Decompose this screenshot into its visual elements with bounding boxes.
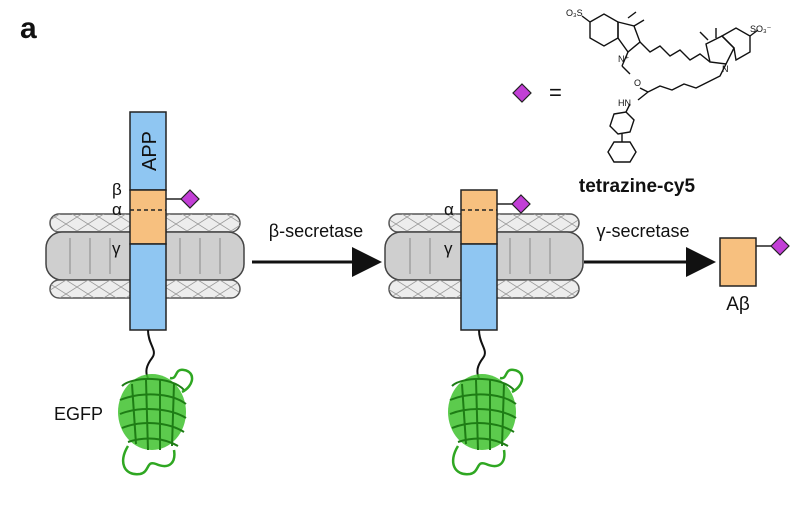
cy5-marker-1 bbox=[166, 189, 200, 209]
gamma-site-label-2: γ bbox=[444, 239, 453, 258]
gamma-site-label: γ bbox=[112, 239, 121, 258]
n-right-label: N bbox=[722, 64, 729, 74]
panel-label: a bbox=[20, 12, 37, 45]
linker-1 bbox=[145, 329, 155, 379]
cy5-marker-2 bbox=[497, 194, 531, 214]
egfp-barrel-1 bbox=[118, 368, 194, 476]
tetrazine-cy5-structure bbox=[581, 11, 759, 163]
so3-left-label: O₃S bbox=[566, 8, 583, 18]
equals-sign: = bbox=[549, 80, 562, 105]
n-plus-label: N⁺ bbox=[618, 54, 629, 64]
hn-label: HN bbox=[618, 98, 631, 108]
egfp-label: EGFP bbox=[54, 404, 103, 424]
abeta-peptide bbox=[719, 236, 790, 287]
beta-site-label: β bbox=[112, 180, 122, 199]
o-label: O bbox=[634, 78, 641, 88]
structure-atom-labels: O₃S SO₃⁻ N⁺ N O HN bbox=[566, 8, 772, 108]
app-label: APP bbox=[139, 131, 161, 171]
app-protein-full bbox=[129, 111, 167, 331]
tetrazine-cy5-label: tetrazine-cy5 bbox=[579, 176, 696, 197]
so3-right-label: SO₃⁻ bbox=[750, 24, 772, 34]
gamma-secretase-label: γ-secretase bbox=[596, 221, 689, 241]
legend-marker bbox=[512, 83, 532, 103]
abeta-label: Aβ bbox=[726, 294, 750, 315]
app-protein-fragment bbox=[460, 189, 498, 331]
alpha-site-label: α bbox=[112, 200, 122, 219]
linker-2 bbox=[476, 329, 486, 379]
alpha-site-label-2: α bbox=[444, 200, 454, 219]
beta-secretase-label: β-secretase bbox=[269, 221, 363, 241]
egfp-barrel-2 bbox=[448, 368, 524, 476]
